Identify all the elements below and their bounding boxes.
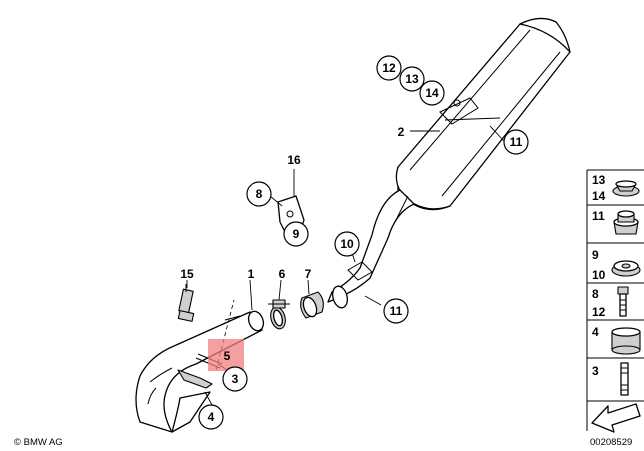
highlight-box: [208, 339, 244, 371]
svg-text:12: 12: [382, 61, 396, 75]
svg-text:1: 1: [248, 267, 255, 281]
callout-9[interactable]: 9: [283, 221, 309, 247]
svg-text:2: 2: [398, 125, 405, 139]
callout-1[interactable]: 1: [248, 267, 255, 281]
svg-text:8: 8: [592, 287, 599, 301]
callout-12[interactable]: 12: [376, 55, 402, 81]
callout-14[interactable]: 14: [419, 80, 445, 106]
callout-8[interactable]: 8: [246, 181, 272, 207]
copyright-text: © BMW AG: [14, 437, 63, 448]
panel-row-11[interactable]: 11: [592, 209, 639, 235]
svg-text:15: 15: [180, 267, 194, 281]
svg-text:3: 3: [232, 372, 239, 386]
svg-text:6: 6: [279, 267, 286, 281]
svg-text:5: 5: [224, 349, 231, 363]
callout-15[interactable]: 15: [180, 267, 194, 281]
svg-text:4: 4: [592, 325, 599, 339]
callout-16[interactable]: 16: [287, 153, 301, 167]
gasket-part[interactable]: [330, 285, 349, 310]
callout-11-lower[interactable]: 11: [383, 298, 409, 324]
diagram-code: 00208529: [590, 437, 632, 448]
svg-text:11: 11: [592, 209, 605, 223]
panel-row-8-12[interactable]: 8 12: [592, 286, 629, 319]
svg-text:11: 11: [390, 304, 403, 318]
svg-text:14: 14: [592, 189, 606, 203]
callout-13[interactable]: 13: [399, 66, 425, 92]
panel-row-4[interactable]: 4: [592, 325, 641, 355]
svg-text:9: 9: [293, 227, 300, 241]
svg-text:9: 9: [592, 248, 599, 262]
svg-text:7: 7: [305, 267, 312, 281]
svg-text:10: 10: [340, 237, 354, 251]
svg-text:3: 3: [592, 364, 599, 378]
spacer-part[interactable]: [347, 261, 373, 281]
svg-text:12: 12: [592, 305, 606, 319]
svg-text:14: 14: [425, 86, 439, 100]
panel-row-9-10[interactable]: 9 10: [592, 248, 641, 282]
svg-text:10: 10: [592, 268, 606, 282]
callout-4[interactable]: 4: [198, 404, 224, 430]
muffler-part[interactable]: [395, 17, 571, 211]
callout-5[interactable]: 5: [224, 349, 231, 363]
svg-text:8: 8: [256, 187, 263, 201]
callout-7[interactable]: 7: [305, 267, 312, 281]
connecting-pipe[interactable]: [327, 189, 415, 303]
svg-text:11: 11: [510, 135, 523, 149]
callout-2[interactable]: 2: [398, 125, 405, 139]
panel-row-13-14[interactable]: 13 14: [592, 173, 640, 203]
svg-text:4: 4: [208, 410, 215, 424]
svg-text:13: 13: [592, 173, 606, 187]
sleeve-part[interactable]: [300, 291, 324, 319]
svg-text:13: 13: [405, 72, 419, 86]
side-panel: 13 14 11 9 10 8 12: [586, 169, 644, 433]
panel-row-3[interactable]: 3: [592, 362, 629, 396]
callout-3[interactable]: 3: [222, 366, 248, 392]
callout-11-upper[interactable]: 11: [503, 129, 529, 155]
svg-text:16: 16: [287, 153, 301, 167]
clamp-part[interactable]: [268, 299, 290, 330]
sensor-part[interactable]: [177, 284, 195, 322]
navigation-arrow-icon[interactable]: [591, 403, 641, 433]
callout-6[interactable]: 6: [279, 267, 286, 281]
callout-10[interactable]: 10: [334, 231, 360, 257]
